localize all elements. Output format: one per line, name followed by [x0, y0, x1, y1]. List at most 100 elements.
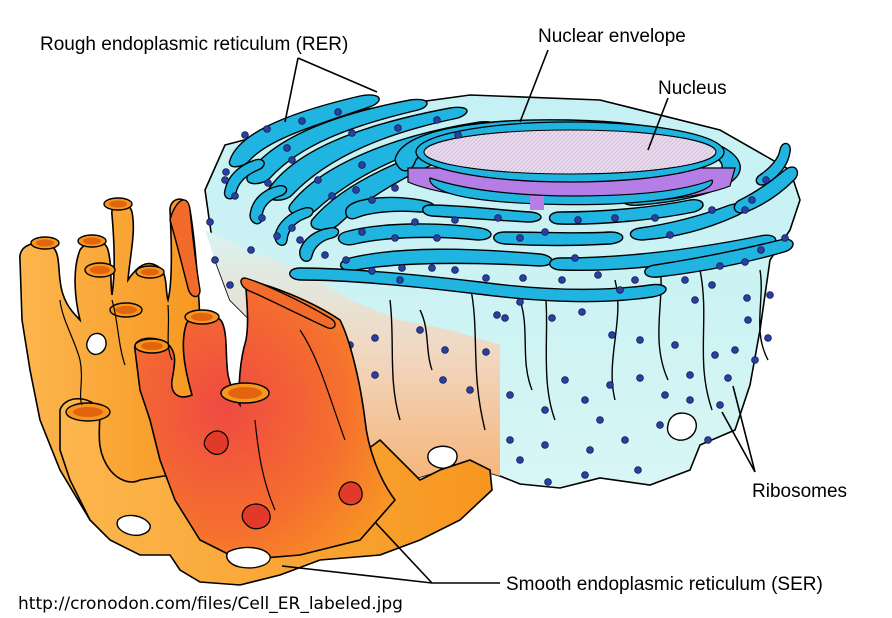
ribosome — [766, 291, 774, 299]
ribosome — [708, 206, 716, 214]
ribosome — [466, 386, 474, 394]
ribosome — [441, 346, 449, 354]
ribosome — [634, 466, 642, 474]
ribosome — [368, 196, 376, 204]
ribosome — [724, 374, 732, 382]
ribosome — [516, 456, 524, 464]
ribosome — [258, 214, 266, 222]
ribosome — [439, 376, 447, 384]
ribosome — [358, 161, 366, 169]
ser-front — [134, 279, 397, 561]
ribosome — [741, 206, 749, 214]
ribosome — [391, 184, 399, 192]
ribosome — [283, 144, 291, 152]
ribosome — [616, 286, 624, 294]
ser-contours — [59, 299, 346, 511]
leader-rer — [284, 57, 378, 123]
ribosome — [296, 236, 304, 244]
ribosome — [352, 186, 360, 194]
ribosome — [206, 218, 214, 226]
rer-fold-lines — [389, 267, 769, 431]
ribosome — [263, 125, 271, 133]
ribosome — [416, 326, 424, 334]
ribosome — [482, 348, 490, 356]
ribosome — [222, 168, 230, 176]
ser-holes — [85, 332, 271, 569]
ribosome — [368, 267, 376, 275]
ribosome — [516, 234, 524, 242]
ser-sheet — [240, 277, 336, 330]
ribosome — [211, 256, 219, 264]
ribosome — [708, 281, 716, 289]
ribosome — [433, 234, 441, 242]
ribosome — [544, 478, 552, 486]
ribosome — [764, 334, 772, 342]
ribosome — [247, 246, 255, 254]
ribosome — [594, 271, 602, 279]
nucleus-interior — [416, 122, 724, 182]
ribosome-dots — [206, 108, 789, 486]
label-nuclear-envelope: Nuclear envelope — [538, 26, 686, 47]
ribosome — [328, 192, 336, 200]
ribosome — [757, 246, 765, 254]
ribosome — [651, 214, 659, 222]
ribosome — [574, 216, 582, 224]
labels: Rough endoplasmic reticulum (RER) Nuclea… — [18, 26, 847, 614]
ribosome — [731, 346, 739, 354]
ribosome — [686, 396, 694, 404]
ribosome — [636, 336, 644, 344]
ribosome — [334, 108, 342, 116]
ribosome — [608, 331, 616, 339]
ribosome — [741, 258, 749, 266]
ribosome — [298, 117, 306, 125]
ribosome — [686, 371, 694, 379]
ribosome — [494, 214, 502, 222]
leader-lines — [281, 49, 756, 584]
ribosome — [321, 251, 329, 259]
ser-sheet-left — [169, 199, 201, 298]
ribosome — [433, 116, 441, 124]
ribosome — [371, 334, 379, 342]
ribosome — [358, 228, 366, 236]
ribosome — [231, 192, 239, 200]
ribosome — [398, 264, 406, 272]
label-ser: Smooth endoplasmic reticulum (SER) — [506, 574, 823, 595]
ribosome — [558, 276, 566, 284]
ribosome — [342, 256, 350, 264]
ribosome — [606, 381, 614, 389]
ribosome — [596, 416, 604, 424]
ribosome — [396, 276, 404, 284]
ribosome — [451, 216, 459, 224]
ribosome — [411, 218, 419, 226]
ribosome — [581, 471, 589, 479]
label-ribosomes: Ribosomes — [752, 481, 847, 502]
ribosome — [454, 131, 462, 139]
ribosome — [371, 371, 379, 379]
ribosome — [586, 446, 594, 454]
ser-dark-holes — [203, 430, 363, 530]
ribosome — [762, 176, 770, 184]
ribosome — [711, 351, 719, 359]
ribosome — [348, 129, 356, 137]
ribosome — [681, 276, 689, 284]
ribosome — [656, 421, 664, 429]
ribosome — [691, 296, 699, 304]
ribosome — [631, 276, 639, 284]
ribosome — [748, 196, 756, 204]
leader-ser — [281, 521, 500, 584]
ribosome — [716, 401, 724, 409]
ribosome — [671, 341, 679, 349]
ribosome — [541, 406, 549, 414]
ribosome — [314, 176, 322, 184]
ribosome — [716, 262, 724, 270]
ribosome — [482, 274, 490, 282]
ribosome — [744, 316, 752, 324]
leader-nuclear-envelope — [519, 49, 549, 123]
ribosome — [636, 374, 644, 382]
ribosome — [743, 294, 751, 302]
ribosome — [506, 436, 514, 444]
ribosome — [506, 391, 514, 399]
ribosome — [751, 356, 759, 364]
ribosome — [561, 376, 569, 384]
